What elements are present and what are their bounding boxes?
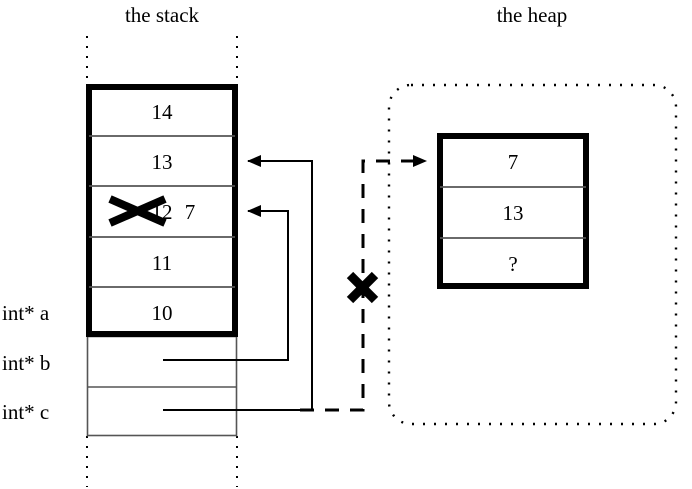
stack-cell-value-struck: 12	[151, 200, 173, 224]
stack-cell-value: 14	[151, 100, 173, 124]
heap-bold-frame	[437, 133, 589, 289]
pointer-b-path	[163, 205, 289, 361]
stack-thin-frame	[86, 335, 238, 437]
stack-cell-value-replacement: 7	[184, 200, 196, 224]
variable-label-a: int* a	[2, 301, 50, 325]
struck-value-cross-icon	[108, 195, 167, 227]
heap-title: the heap	[496, 3, 568, 27]
stack-cell-value: 13	[151, 150, 173, 174]
invalid-pointer-cross-icon	[346, 271, 379, 304]
stack-cell-value: 11	[151, 251, 173, 275]
stack-title: the stack	[124, 3, 200, 27]
stack-bold-frame	[86, 84, 238, 337]
variable-label-c: int* c	[2, 400, 50, 424]
heap-region-outline	[387, 83, 678, 426]
pointer-c-path	[163, 155, 313, 411]
variable-label-b: int* b	[2, 351, 51, 375]
stack-cell-value: 10	[151, 301, 173, 325]
heap-cell-value: 7	[507, 150, 519, 174]
heap-cell-value: 13	[502, 201, 524, 225]
heap-cell-value: ?	[508, 252, 518, 276]
